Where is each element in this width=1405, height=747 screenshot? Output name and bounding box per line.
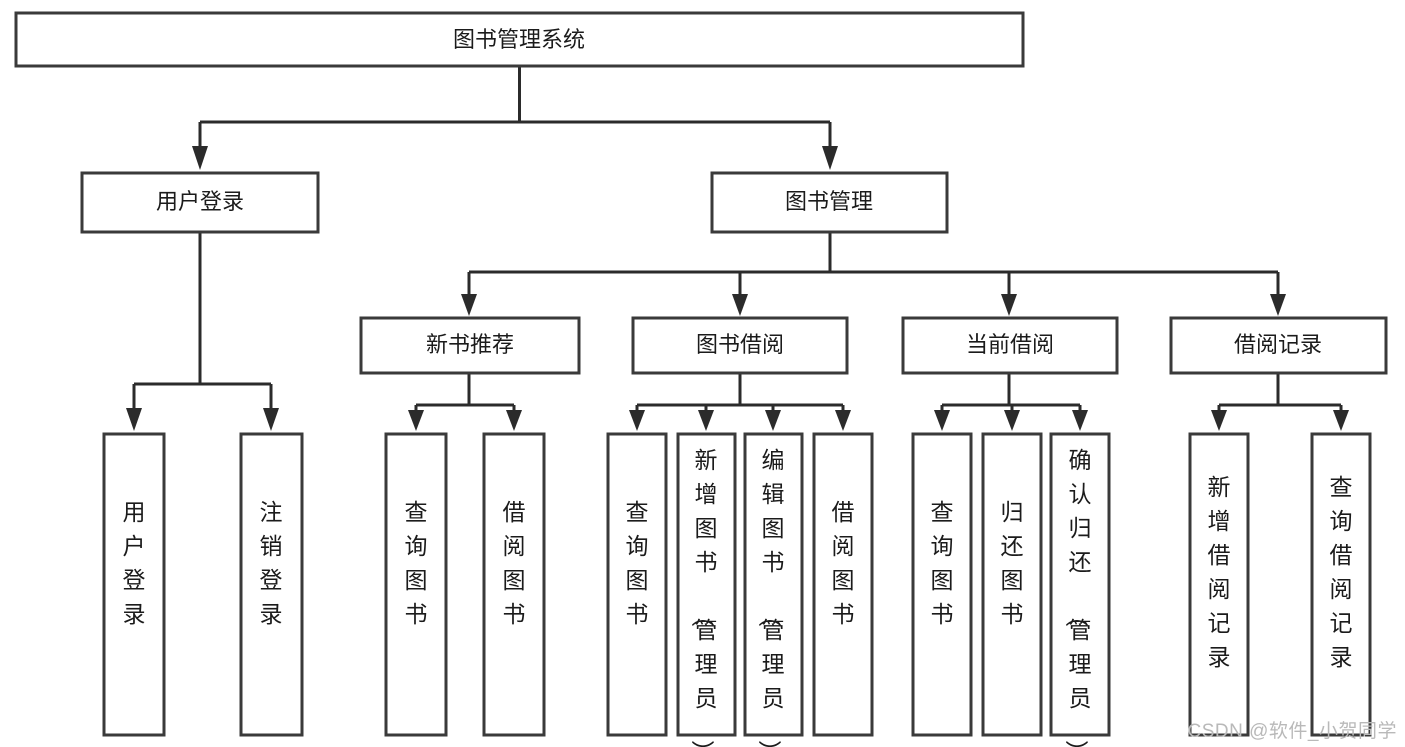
arrow-head-leaf-query-book-2	[629, 410, 645, 431]
arrow-head-user-login	[192, 146, 208, 170]
arrow-head-leaf-add-record	[1211, 410, 1227, 431]
node-book-management[interactable]: 图书管理	[710, 171, 949, 234]
node-leaf-logout[interactable]: 注销登录	[239, 432, 304, 737]
node-leaf-return-book-label: 归还图书	[1001, 499, 1024, 627]
node-book-management-box[interactable]	[710, 171, 949, 234]
arrow-head-leaf-add-book	[698, 410, 714, 431]
node-leaf-logout-box[interactable]	[239, 432, 304, 737]
connector-group-borrow-record	[1211, 373, 1349, 431]
node-user-login-label: 用户登录	[156, 189, 244, 214]
connector-group-current-borrow	[934, 373, 1088, 431]
node-leaf-borrow-book-2[interactable]: 借阅图书	[812, 432, 874, 737]
node-leaf-borrow-book-1-box[interactable]	[482, 432, 546, 737]
node-leaf-query-book-3[interactable]: 查询图书	[911, 432, 973, 737]
node-new-book-recommend-label: 新书推荐	[426, 332, 514, 357]
arrow-head-leaf-return-book	[1004, 410, 1020, 431]
node-current-borrow[interactable]: 当前借阅	[901, 316, 1119, 375]
arrow-head-leaf-query-book-3	[934, 410, 950, 431]
arrow-head-leaf-query-record	[1333, 410, 1349, 431]
node-leaf-user-login-box[interactable]	[102, 432, 166, 737]
node-leaf-borrow-book-1[interactable]: 借阅图书	[482, 432, 546, 737]
node-leaf-query-book-1[interactable]: 查询图书	[384, 432, 448, 737]
node-leaf-confirm-return-box[interactable]	[1049, 432, 1111, 737]
node-new-book-recommend-box[interactable]	[359, 316, 581, 375]
node-leaf-add-record-label: 新增借阅记录	[1208, 474, 1231, 670]
node-leaf-query-book-2-label: 查询图书	[626, 499, 649, 627]
arrow-head-current-borrow	[1001, 294, 1017, 316]
node-leaf-return-book[interactable]: 归还图书	[981, 432, 1043, 737]
connector-group-book-management	[461, 232, 1286, 316]
connector-group-book-borrow	[629, 373, 851, 431]
node-leaf-query-book-3-box[interactable]	[911, 432, 973, 737]
node-borrow-record-box[interactable]	[1169, 316, 1388, 375]
node-current-borrow-box[interactable]	[901, 316, 1119, 375]
node-root-box[interactable]	[14, 11, 1025, 68]
node-book-borrow-label: 图书借阅	[696, 332, 784, 357]
arrow-head-leaf-confirm-return	[1072, 410, 1088, 431]
node-leaf-add-record[interactable]: 新增借阅记录	[1188, 432, 1250, 737]
node-leaf-query-book-1-label: 查询图书	[405, 499, 428, 627]
node-leaf-query-book-3-label: 查询图书	[931, 499, 954, 627]
node-leaf-add-book-box[interactable]	[676, 432, 737, 737]
node-current-borrow-label: 当前借阅	[966, 332, 1054, 357]
node-leaf-edit-book-label: 编辑图书（管理员）	[757, 447, 785, 747]
node-leaf-query-record-label: 查询借阅记录	[1330, 474, 1353, 670]
arrow-head-leaf-borrow-book-1	[506, 410, 522, 431]
csdn-watermark: CSDN @软件_小贺同学	[1187, 721, 1397, 742]
node-leaf-edit-book[interactable]: 编辑图书（管理员）	[743, 432, 804, 747]
arrow-head-book-borrow	[732, 294, 748, 316]
node-borrow-record-label: 借阅记录	[1234, 332, 1322, 357]
node-book-borrow-box[interactable]	[631, 316, 849, 375]
node-borrow-record[interactable]: 借阅记录	[1169, 316, 1388, 375]
node-leaf-query-record-box[interactable]	[1310, 432, 1372, 737]
node-leaf-logout-label: 注销登录	[260, 499, 283, 627]
node-leaf-user-login-label: 用户登录	[123, 499, 146, 627]
arrow-head-leaf-logout	[263, 408, 279, 431]
node-leaf-query-book-1-box[interactable]	[384, 432, 448, 737]
node-leaf-add-book[interactable]: 新增图书（管理员）	[676, 432, 737, 747]
arrow-head-leaf-query-book-1	[408, 410, 424, 431]
node-leaf-query-book-2-box[interactable]	[606, 432, 668, 737]
node-leaf-borrow-book-1-label: 借阅图书	[503, 499, 526, 627]
node-leaf-user-login[interactable]: 用户登录	[102, 432, 166, 737]
arrow-head-leaf-user-login	[126, 408, 142, 431]
node-root[interactable]: 图书管理系统	[14, 11, 1025, 68]
connector-group-new-book-recommend	[408, 373, 522, 431]
arrow-head-borrow-record	[1270, 294, 1286, 316]
node-leaf-confirm-return[interactable]: 确认归还（管理员）	[1049, 432, 1111, 747]
node-new-book-recommend[interactable]: 新书推荐	[359, 316, 581, 375]
arrow-head-new-book-recommend	[461, 294, 477, 316]
node-user-login-box[interactable]	[80, 171, 320, 234]
node-leaf-borrow-book-2-label: 借阅图书	[832, 499, 855, 627]
node-leaf-add-record-box[interactable]	[1188, 432, 1250, 737]
arrow-head-book-management	[822, 146, 838, 170]
arrow-head-leaf-borrow-book-2	[835, 410, 851, 431]
connector-group-user-login	[126, 232, 279, 431]
arrow-head-leaf-edit-book	[765, 410, 781, 431]
node-leaf-query-record[interactable]: 查询借阅记录	[1310, 432, 1372, 737]
node-book-borrow[interactable]: 图书借阅	[631, 316, 849, 375]
node-root-label: 图书管理系统	[453, 27, 585, 52]
node-leaf-add-book-label: 新增图书（管理员）	[690, 447, 718, 747]
node-user-login[interactable]: 用户登录	[80, 171, 320, 234]
node-leaf-confirm-return-label: 确认归还（管理员）	[1064, 447, 1092, 747]
node-leaf-edit-book-box[interactable]	[743, 432, 804, 737]
node-leaf-borrow-book-2-box[interactable]	[812, 432, 874, 737]
node-leaf-query-book-2[interactable]: 查询图书	[606, 432, 668, 737]
connector-group-root	[192, 66, 838, 170]
node-leaf-return-book-box[interactable]	[981, 432, 1043, 737]
node-book-management-label: 图书管理	[785, 189, 873, 214]
